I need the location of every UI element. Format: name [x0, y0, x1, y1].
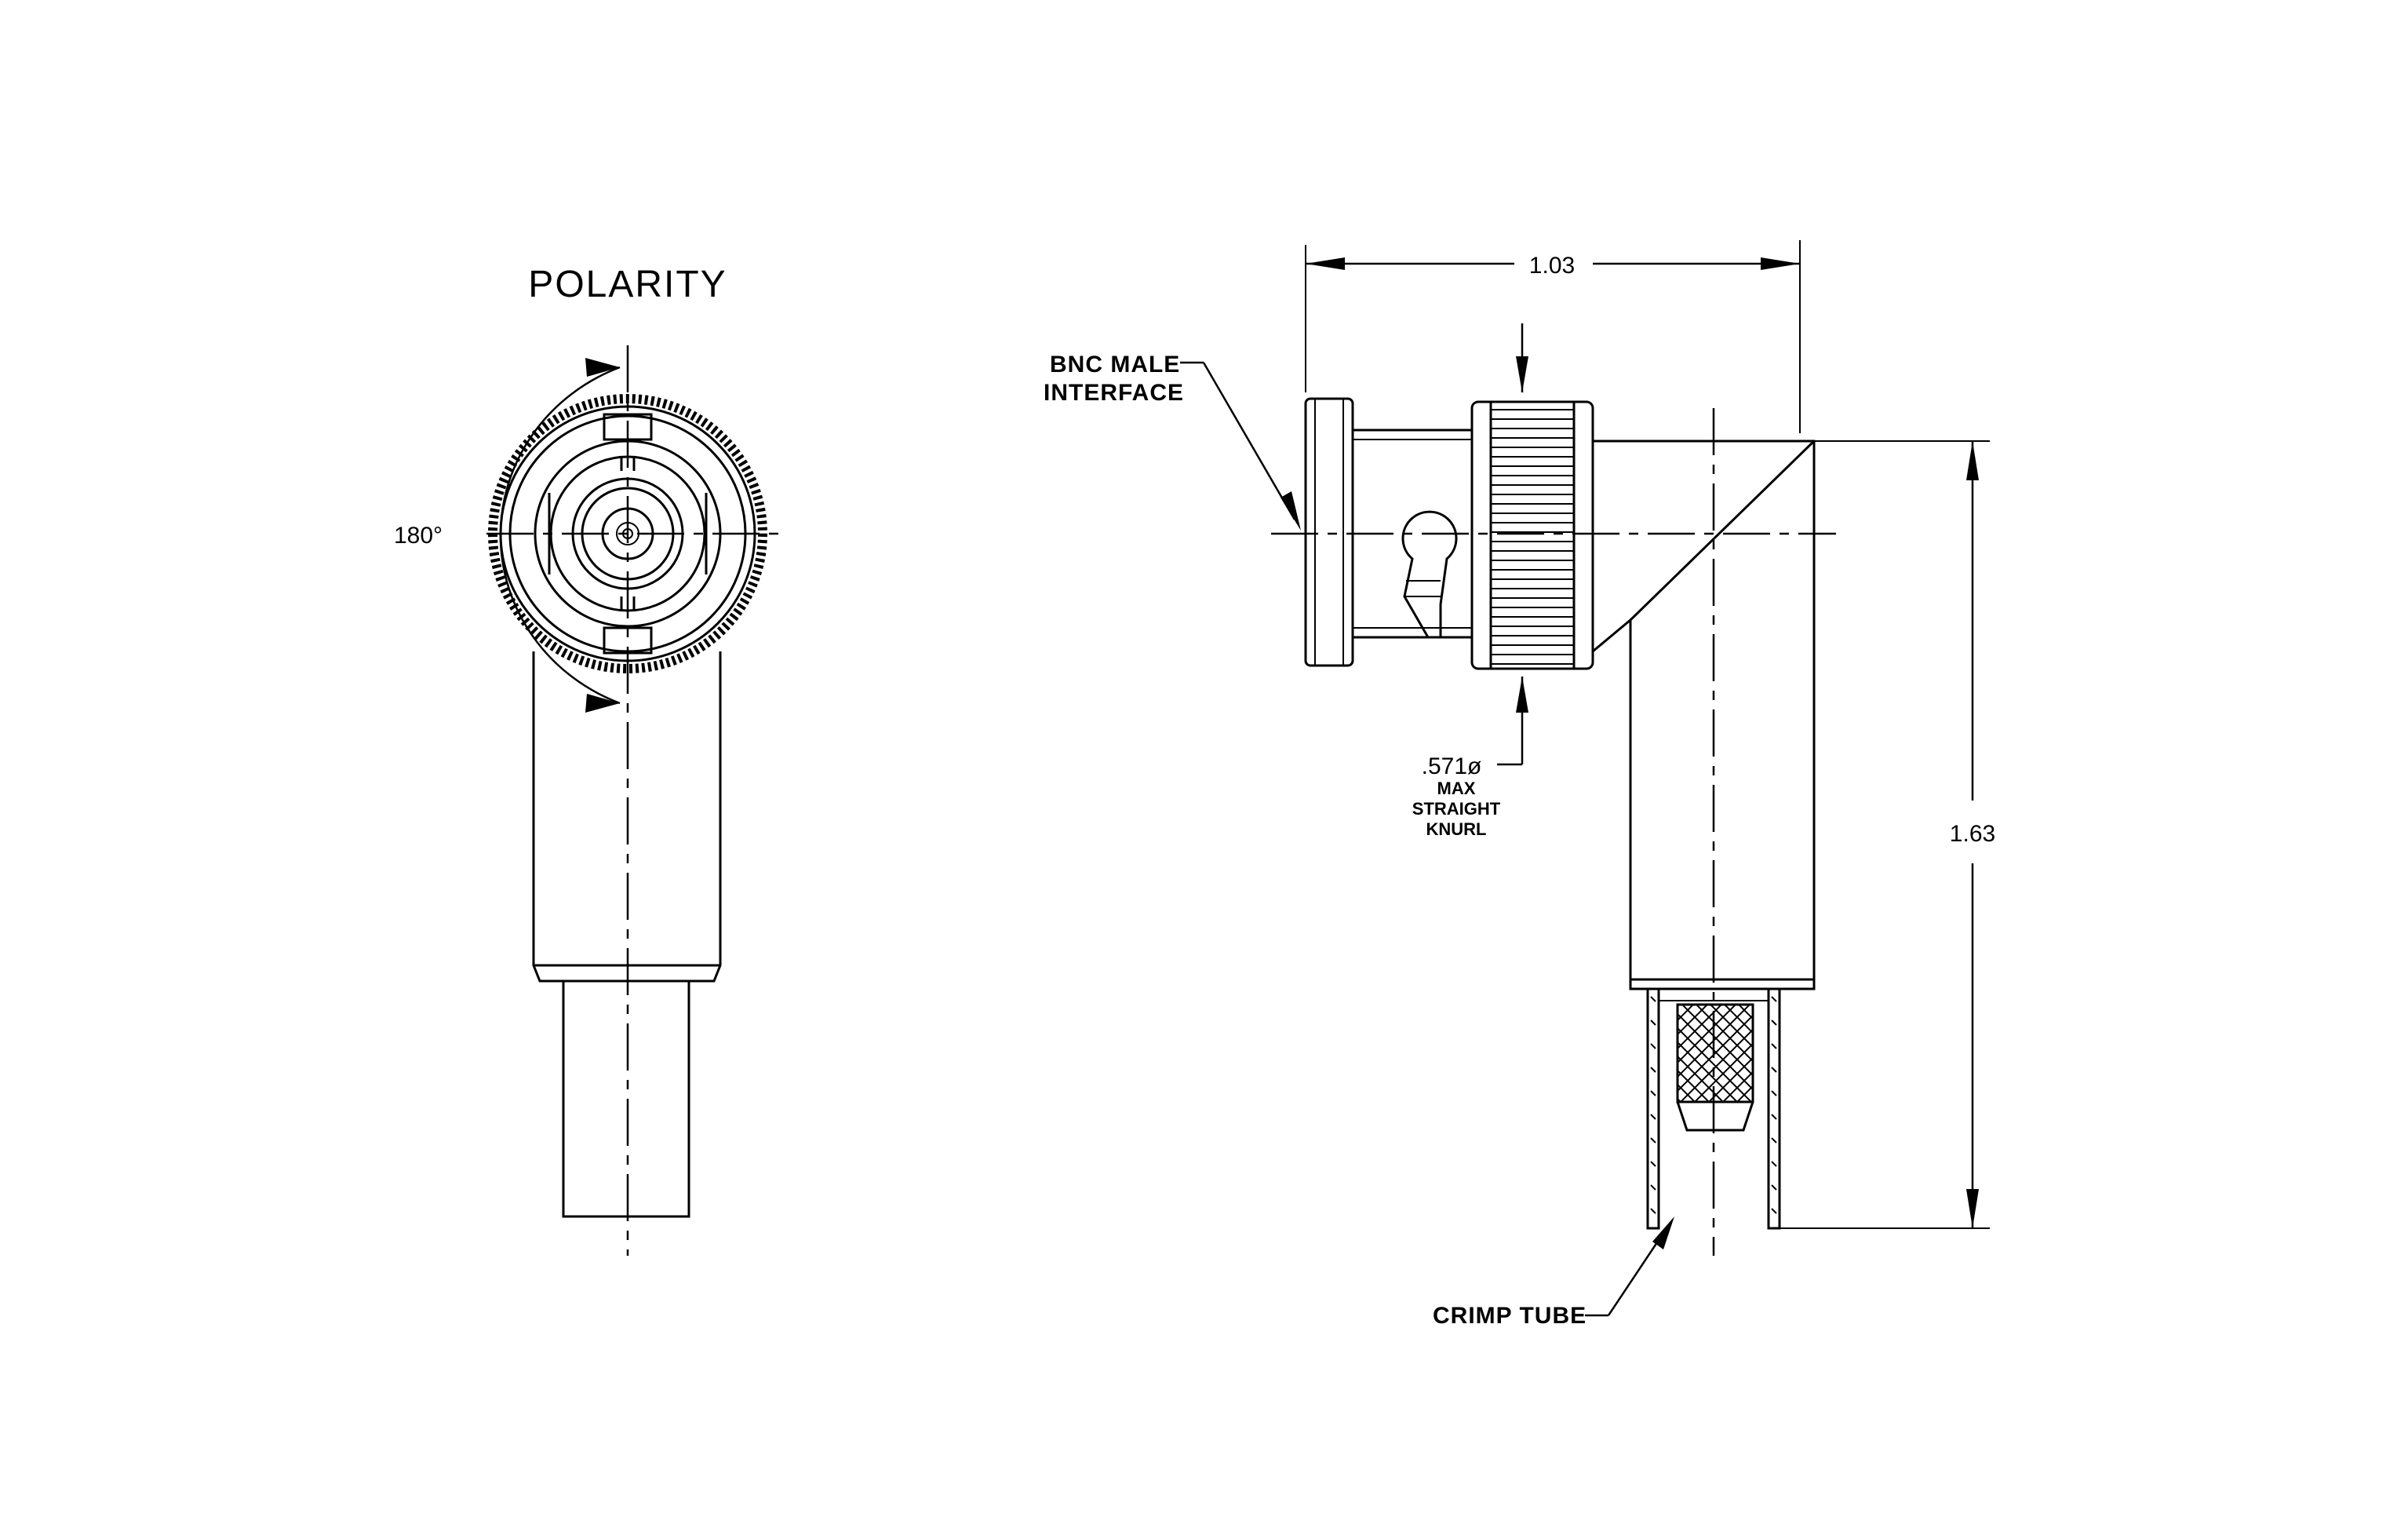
height-dimension: 1.63	[1775, 440, 1995, 1229]
knurl-note-knurl: KNURL	[1426, 819, 1487, 839]
knurl-note-straight: STRAIGHT	[1412, 799, 1501, 819]
polarity-title: POLARITY	[528, 264, 727, 305]
side-body-housing	[1592, 440, 1816, 990]
side-knurl-nut	[1470, 400, 1594, 670]
side-bnc-interface	[1304, 397, 1474, 667]
bnc-interface-callout: BNC MALE INTERFACE	[1044, 352, 1301, 531]
knurl-diameter-callout: .571ø MAX STRAIGHT KNURL	[1412, 323, 1528, 839]
polarity-view: POLARITY	[381, 264, 785, 1256]
bnc-label-line1: BNC MALE	[1050, 352, 1180, 378]
crimp-tube-callout: CRIMP TUBE	[1433, 1216, 1674, 1329]
width-dimension: 1.03	[1305, 240, 1801, 433]
knurl-dim-label: .571ø	[1422, 753, 1482, 779]
crimp-tube-label: CRIMP TUBE	[1433, 1303, 1587, 1329]
polarity-angle-dimension: 180°	[381, 358, 621, 713]
side-view: 1.03 1.63 .571ø MAX STRAIGHT KNURL BNC	[1044, 240, 1995, 1329]
bnc-label-line2: INTERFACE	[1044, 380, 1184, 406]
height-dimension-label: 1.63	[1950, 821, 1995, 847]
side-crimp-tube	[1646, 987, 1781, 1230]
width-dimension-label: 1.03	[1529, 253, 1575, 279]
knurl-note-max: MAX	[1437, 779, 1476, 798]
polarity-angle-label: 180°	[394, 523, 443, 549]
